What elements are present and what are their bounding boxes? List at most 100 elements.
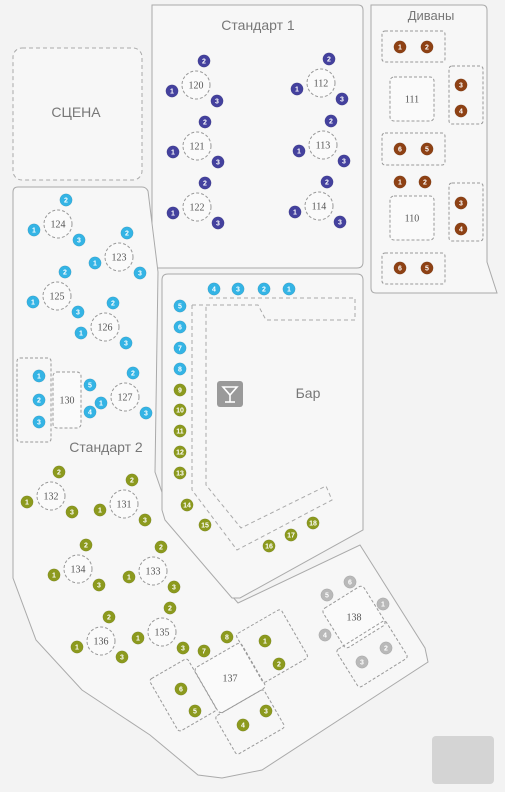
seat[interactable]: 3 <box>72 233 86 247</box>
round-table[interactable]: 124 <box>43 209 73 239</box>
seat[interactable]: 1 <box>393 175 407 189</box>
seat[interactable]: 6 <box>393 142 407 156</box>
seat[interactable]: 3 <box>92 578 106 592</box>
seat[interactable]: 9 <box>173 383 187 397</box>
seat[interactable]: 2 <box>418 175 432 189</box>
seat[interactable]: 3 <box>115 650 129 664</box>
seat[interactable]: 3 <box>337 154 351 168</box>
seat[interactable]: 2 <box>420 40 434 54</box>
seat[interactable]: 3 <box>211 155 225 169</box>
seat[interactable]: 2 <box>106 296 120 310</box>
seat[interactable]: 2 <box>320 175 334 189</box>
seat[interactable]: 1 <box>70 640 84 654</box>
round-table[interactable]: 134 <box>63 554 93 584</box>
seat[interactable]: 3 <box>133 266 147 280</box>
seat[interactable]: 15 <box>198 518 212 532</box>
seat[interactable]: 1 <box>47 568 61 582</box>
seat[interactable]: 4 <box>236 718 250 732</box>
round-table[interactable]: 114 <box>304 191 334 221</box>
seat[interactable]: 3 <box>176 641 190 655</box>
seat[interactable]: 1 <box>165 84 179 98</box>
seat[interactable]: 14 <box>180 498 194 512</box>
round-table[interactable]: 126 <box>90 312 120 342</box>
seat[interactable]: 2 <box>32 393 46 407</box>
seat[interactable]: 3 <box>454 78 468 92</box>
square-table[interactable]: 137 <box>194 642 267 714</box>
seat[interactable]: 1 <box>258 634 272 648</box>
seat[interactable]: 1 <box>74 326 88 340</box>
round-table[interactable]: 113 <box>308 130 338 160</box>
seat[interactable]: 11 <box>173 424 187 438</box>
seat[interactable]: 3 <box>139 406 153 420</box>
seat[interactable]: 2 <box>59 193 73 207</box>
seat[interactable]: 2 <box>125 473 139 487</box>
seat[interactable]: 4 <box>454 222 468 236</box>
square-table[interactable]: 138 <box>321 585 386 649</box>
seat[interactable]: 18 <box>306 516 320 530</box>
square-table[interactable]: 111 <box>389 76 435 122</box>
seat[interactable]: 1 <box>27 223 41 237</box>
square-table[interactable]: 110 <box>389 195 435 241</box>
seat[interactable]: 1 <box>131 631 145 645</box>
square-table[interactable]: 130 <box>52 371 82 429</box>
seat[interactable]: 8 <box>220 630 234 644</box>
seat[interactable]: 16 <box>262 539 276 553</box>
round-table[interactable]: 136 <box>86 626 116 656</box>
seat[interactable]: 5 <box>320 588 334 602</box>
seat[interactable]: 4 <box>318 628 332 642</box>
seat[interactable]: 2 <box>126 366 140 380</box>
seat[interactable]: 5 <box>173 299 187 313</box>
seat[interactable]: 8 <box>173 362 187 376</box>
round-table[interactable]: 125 <box>42 281 72 311</box>
seat[interactable]: 2 <box>197 54 211 68</box>
seat[interactable]: 4 <box>207 282 221 296</box>
seat[interactable]: 2 <box>102 610 116 624</box>
seat[interactable]: 1 <box>288 205 302 219</box>
seat[interactable]: 3 <box>454 196 468 210</box>
seat[interactable]: 1 <box>93 503 107 517</box>
seat[interactable]: 3 <box>210 94 224 108</box>
seat[interactable]: 5 <box>188 704 202 718</box>
seat[interactable]: 3 <box>71 305 85 319</box>
round-table[interactable]: 133 <box>138 556 168 586</box>
seat[interactable]: 2 <box>79 538 93 552</box>
seat[interactable]: 3 <box>333 215 347 229</box>
seat[interactable]: 2 <box>257 282 271 296</box>
seat[interactable]: 3 <box>138 513 152 527</box>
seat[interactable]: 3 <box>32 415 46 429</box>
round-table[interactable]: 123 <box>104 242 134 272</box>
round-table[interactable]: 135 <box>147 617 177 647</box>
seat[interactable]: 6 <box>174 682 188 696</box>
round-table[interactable]: 132 <box>36 481 66 511</box>
seat[interactable]: 1 <box>122 570 136 584</box>
seat[interactable]: 3 <box>259 704 273 718</box>
seat[interactable]: 6 <box>173 320 187 334</box>
seat[interactable]: 12 <box>173 445 187 459</box>
seat[interactable]: 1 <box>376 597 390 611</box>
seat[interactable]: 1 <box>20 495 34 509</box>
seat[interactable]: 7 <box>173 341 187 355</box>
round-table[interactable]: 121 <box>182 131 212 161</box>
seat[interactable]: 2 <box>379 641 393 655</box>
seat[interactable]: 2 <box>58 265 72 279</box>
seat[interactable]: 7 <box>197 644 211 658</box>
seat[interactable]: 1 <box>393 40 407 54</box>
seat[interactable]: 2 <box>154 540 168 554</box>
seat[interactable]: 2 <box>198 176 212 190</box>
seat[interactable]: 1 <box>292 144 306 158</box>
seat[interactable]: 17 <box>284 528 298 542</box>
seat[interactable]: 3 <box>355 655 369 669</box>
seat[interactable]: 2 <box>163 601 177 615</box>
seat[interactable]: 2 <box>322 52 336 66</box>
seat[interactable]: 1 <box>32 369 46 383</box>
seat[interactable]: 5 <box>420 261 434 275</box>
seat[interactable]: 5 <box>83 378 97 392</box>
seat[interactable]: 2 <box>272 657 286 671</box>
round-table[interactable]: 122 <box>182 192 212 222</box>
seat[interactable]: 1 <box>94 396 108 410</box>
seat[interactable]: 3 <box>167 580 181 594</box>
seat[interactable]: 1 <box>290 82 304 96</box>
seat[interactable]: 3 <box>335 92 349 106</box>
seat[interactable]: 2 <box>324 114 338 128</box>
seat[interactable]: 3 <box>231 282 245 296</box>
